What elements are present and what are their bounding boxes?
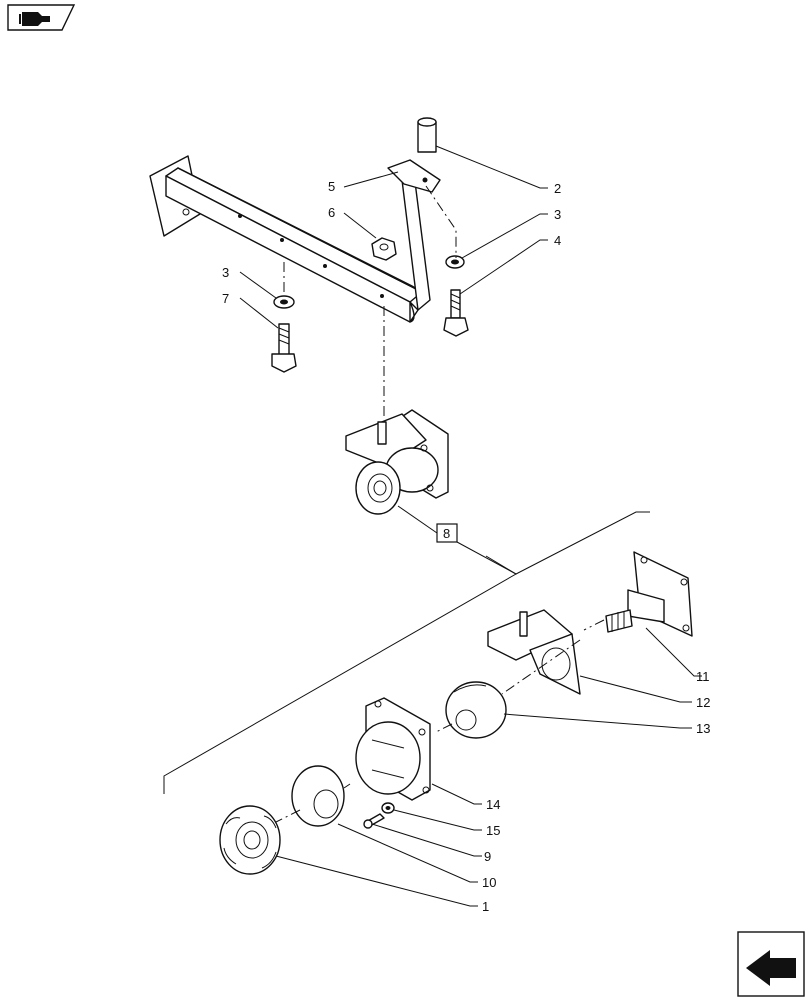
hex-nut <box>371 237 397 261</box>
callout-10: 10 <box>482 875 496 890</box>
callout-15: 15 <box>486 823 500 838</box>
wall-plate-with-stud <box>605 551 693 637</box>
callout-14: 14 <box>486 797 500 812</box>
cover-disc <box>291 765 345 827</box>
support-bracket <box>149 155 441 323</box>
callout-6: 6 <box>328 205 335 220</box>
callout-3-right: 3 <box>554 207 561 222</box>
mirror-mount-assembly <box>345 409 449 515</box>
leader-lines <box>239 145 702 907</box>
callout-1: 1 <box>482 899 489 914</box>
adjustment-knob <box>219 805 281 875</box>
callout-4: 4 <box>554 233 561 248</box>
mirror-housing <box>355 697 431 801</box>
callout-12: 12 <box>696 695 710 710</box>
book-arrow-icon[interactable] <box>7 4 76 31</box>
next-page-arrow-icon[interactable] <box>737 931 805 997</box>
washer-left <box>273 295 295 309</box>
callout-3-left: 3 <box>222 265 229 280</box>
spacer-sleeve <box>417 117 437 153</box>
bolt-right <box>443 289 469 337</box>
bolt-left <box>271 323 297 373</box>
callout-7: 7 <box>222 291 229 306</box>
callout-8: 8 <box>443 526 450 541</box>
small-screw <box>363 813 385 829</box>
callout-5: 5 <box>328 179 335 194</box>
callout-2: 2 <box>554 181 561 196</box>
callout-11: 11 <box>696 669 710 684</box>
angle-bracket <box>487 609 581 695</box>
ball-socket <box>445 681 507 739</box>
washer-right <box>445 255 465 269</box>
small-washer <box>381 802 395 814</box>
callout-9: 9 <box>484 849 491 864</box>
callout-13: 13 <box>696 721 710 736</box>
